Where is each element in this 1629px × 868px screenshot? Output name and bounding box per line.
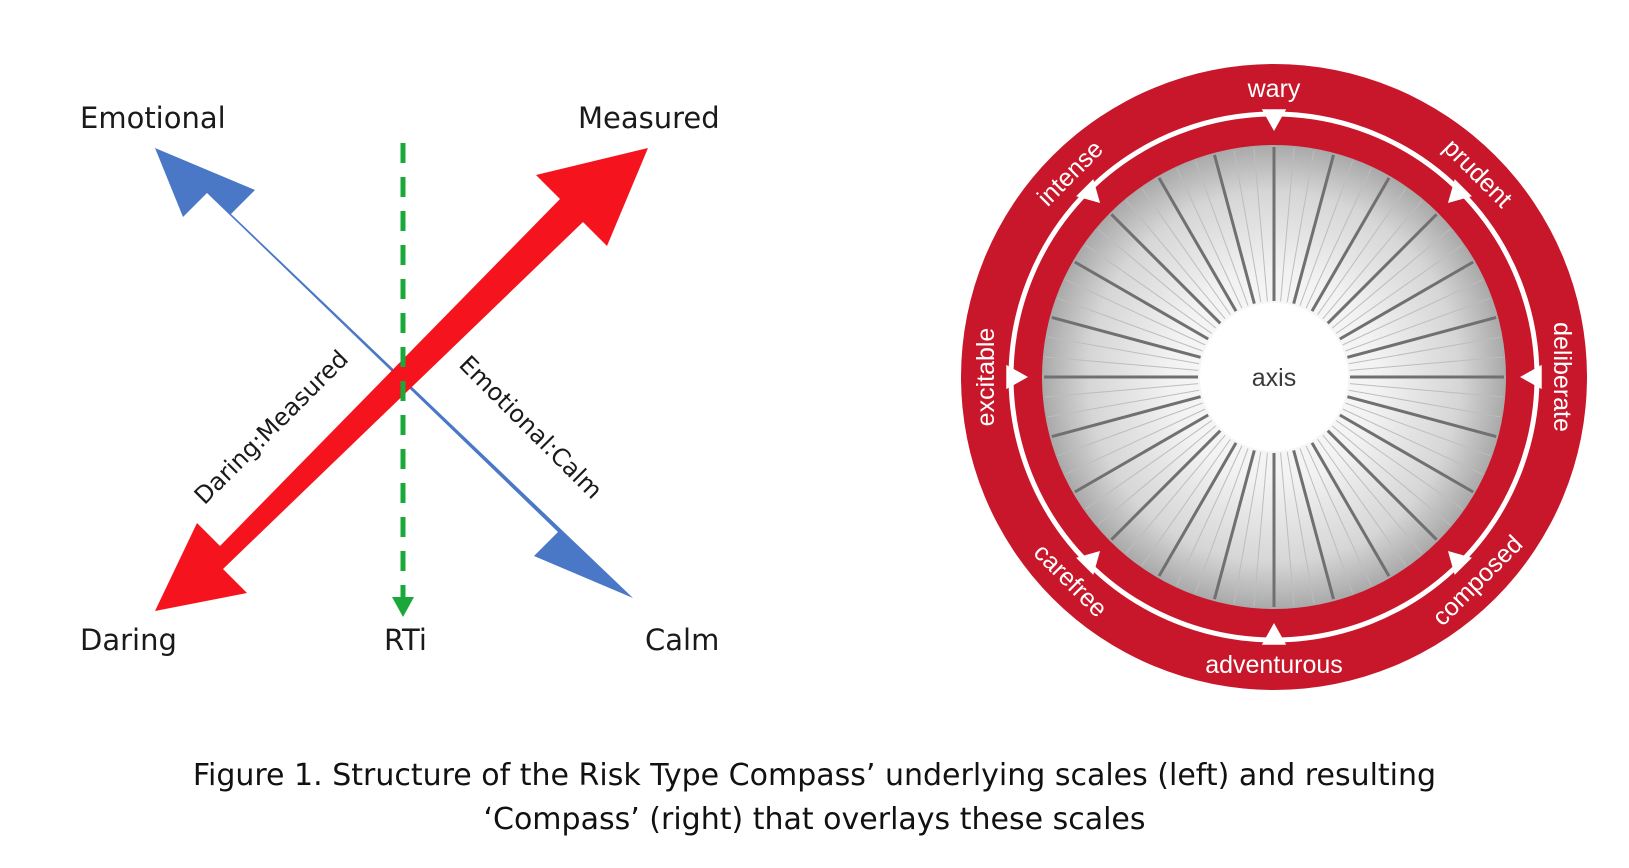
- compass-spokes: [1044, 147, 1504, 607]
- compass-spoke: [1292, 154, 1335, 304]
- compass-spoke: [1345, 297, 1491, 352]
- compass-spoke: [1326, 213, 1438, 325]
- segment-notch: [1520, 364, 1542, 390]
- risk-type-compass: axis waryprudentdeliberatecomposedadvent…: [961, 64, 1587, 690]
- segment-label-deliberate: deliberate: [1548, 322, 1576, 432]
- compass-spoke: [1348, 389, 1501, 418]
- label-calm: Calm: [645, 623, 719, 657]
- compass-spoke: [1233, 150, 1262, 303]
- compass-spoke: [1125, 434, 1226, 554]
- compass-spoke: [1047, 389, 1200, 418]
- compass-spoke: [1339, 413, 1474, 494]
- compass-spoke: [1157, 177, 1238, 312]
- compass-spoke: [1176, 445, 1243, 586]
- label-measured: Measured: [578, 101, 720, 135]
- compass-spoke: [1322, 200, 1423, 320]
- compass-spoke: [1176, 168, 1243, 309]
- caption-line-2: ‘Compass’ (right) that overlays these sc…: [483, 802, 1146, 837]
- compass-spoke: [1331, 228, 1451, 329]
- compass-spoke: [1141, 188, 1231, 316]
- compass-spoke: [1057, 402, 1203, 457]
- compass-spoke: [1349, 383, 1504, 398]
- compass-spoke: [1253, 147, 1268, 302]
- compass-spoke: [1322, 434, 1423, 554]
- compass-spoke: [1141, 438, 1231, 566]
- compass-spoke: [1085, 244, 1213, 334]
- compass-spoke: [1286, 451, 1315, 604]
- compass-spoke: [1305, 168, 1372, 309]
- compass-spoke: [1339, 260, 1474, 341]
- compass-spoke: [1110, 213, 1222, 325]
- compass-spoke: [1097, 228, 1217, 329]
- segment-label-adventurous: adventurous: [1205, 651, 1343, 679]
- compass-spoke: [1074, 260, 1209, 341]
- segment-notch: [1447, 179, 1472, 204]
- compass-spoke: [1044, 383, 1199, 398]
- compass-spoke: [1044, 356, 1199, 371]
- compass-spoke: [1305, 445, 1372, 586]
- compass-spoke: [1213, 154, 1256, 304]
- rti-arrowhead: [392, 597, 414, 617]
- label-daring: Daring: [80, 623, 177, 657]
- axis-label: axis: [1252, 364, 1296, 392]
- segment-notches: [1006, 109, 1542, 645]
- compass-spoke: [1326, 429, 1438, 541]
- segment-label-wary: wary: [1247, 75, 1301, 103]
- scales-diagram: Emotional Measured Daring RTi Calm Darin…: [80, 101, 720, 657]
- compass-spoke: [1317, 188, 1407, 316]
- segment-label-excitable: excitable: [972, 328, 1000, 427]
- compass-spoke: [1194, 160, 1249, 306]
- compass-spoke: [1335, 244, 1463, 334]
- compass-spoke: [1097, 425, 1217, 526]
- compass-spoke: [1347, 316, 1497, 359]
- compass-spoke: [1286, 150, 1315, 303]
- compass-spoke: [1233, 451, 1262, 604]
- compass-spoke: [1292, 450, 1335, 600]
- compass-spoke: [1051, 316, 1201, 359]
- axis-hub: [1200, 303, 1348, 451]
- compass-spoke: [1051, 395, 1201, 438]
- compass-spoke: [1065, 408, 1206, 475]
- daring-measured-arrow: [155, 148, 648, 611]
- compass-spoke: [1157, 442, 1238, 577]
- compass-spoke: [1047, 336, 1200, 365]
- compass-spoke: [1085, 420, 1213, 510]
- compass-spoke: [1310, 177, 1391, 312]
- compass-spoke: [1213, 450, 1256, 600]
- compass-spoke: [1253, 452, 1268, 607]
- compass-spoke: [1335, 420, 1463, 510]
- compass-spoke: [1074, 413, 1209, 494]
- compass-spoke: [1299, 160, 1354, 306]
- compass-spoke: [1194, 448, 1249, 594]
- compass-spoke: [1348, 336, 1501, 365]
- compass-spoke: [1280, 452, 1295, 607]
- compass-spoke: [1299, 448, 1354, 594]
- segment-notch: [1261, 623, 1287, 645]
- compass-spoke: [1349, 356, 1504, 371]
- compass-spoke: [1065, 279, 1206, 346]
- segment-notch: [1447, 550, 1472, 575]
- compass-spoke: [1125, 200, 1226, 320]
- segment-notch: [1006, 364, 1028, 390]
- compass-spoke: [1317, 438, 1407, 566]
- compass-spoke: [1342, 279, 1483, 346]
- compass-spoke: [1310, 442, 1391, 577]
- compass-spoke: [1110, 429, 1222, 541]
- compass-spoke: [1345, 402, 1491, 457]
- label-emotional: Emotional: [80, 101, 226, 135]
- figure-caption: Figure 1. Structure of the Risk Type Com…: [0, 754, 1629, 842]
- compass-spoke: [1347, 395, 1497, 438]
- compass-spoke: [1057, 297, 1203, 352]
- label-rti: RTi: [384, 623, 427, 657]
- segment-notch: [1261, 109, 1287, 131]
- compass-spoke: [1280, 147, 1295, 302]
- caption-line-1: Figure 1. Structure of the Risk Type Com…: [192, 758, 1437, 793]
- segment-notch: [1076, 550, 1101, 575]
- compass-spoke: [1331, 425, 1451, 526]
- segment-notch: [1076, 179, 1101, 204]
- compass-spoke: [1342, 408, 1483, 475]
